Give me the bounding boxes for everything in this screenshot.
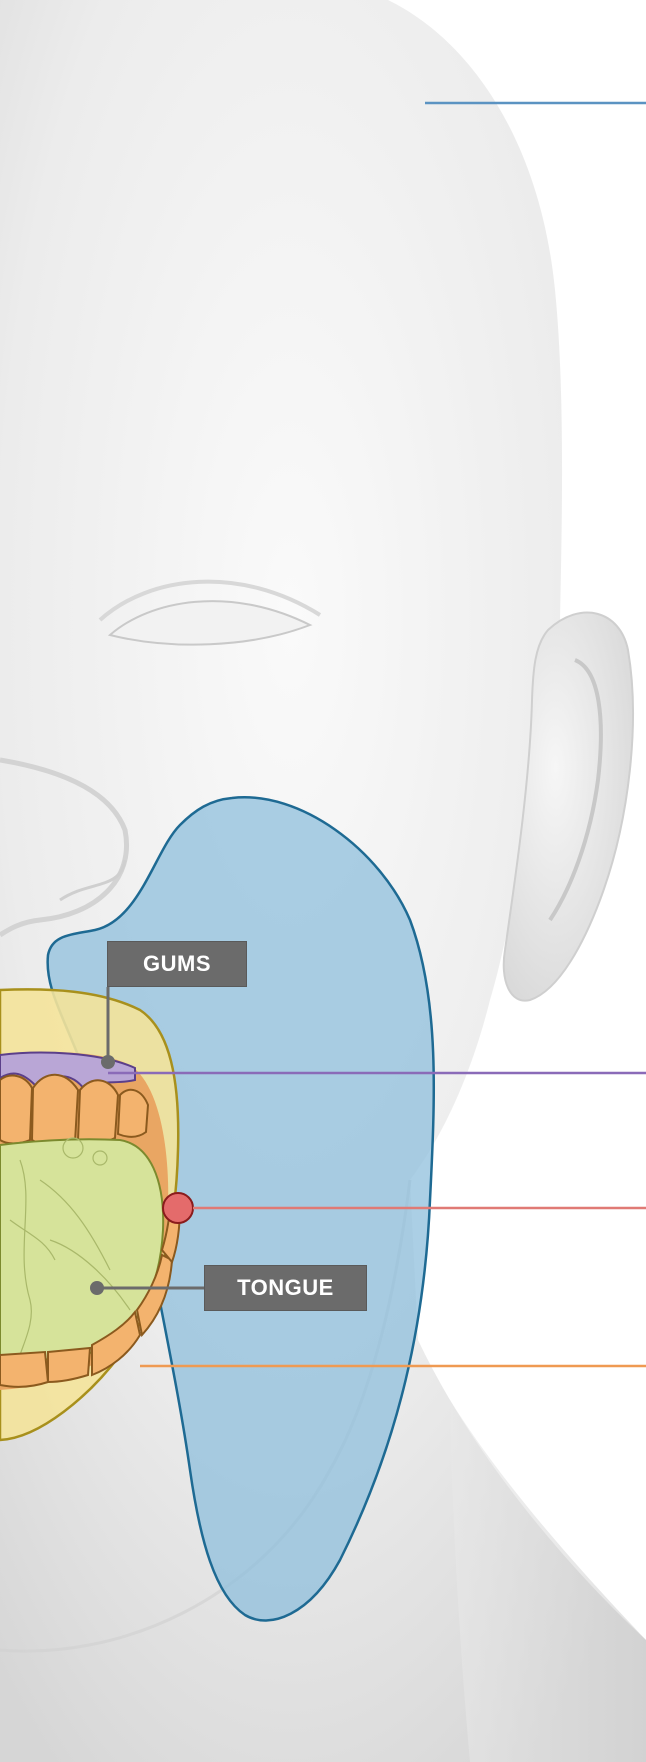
neck-shading [450, 1400, 646, 1762]
gums-label: GUMS [107, 941, 247, 987]
parotid-duct-opening-marker [163, 1193, 193, 1223]
tongue-label: TONGUE [204, 1265, 367, 1311]
